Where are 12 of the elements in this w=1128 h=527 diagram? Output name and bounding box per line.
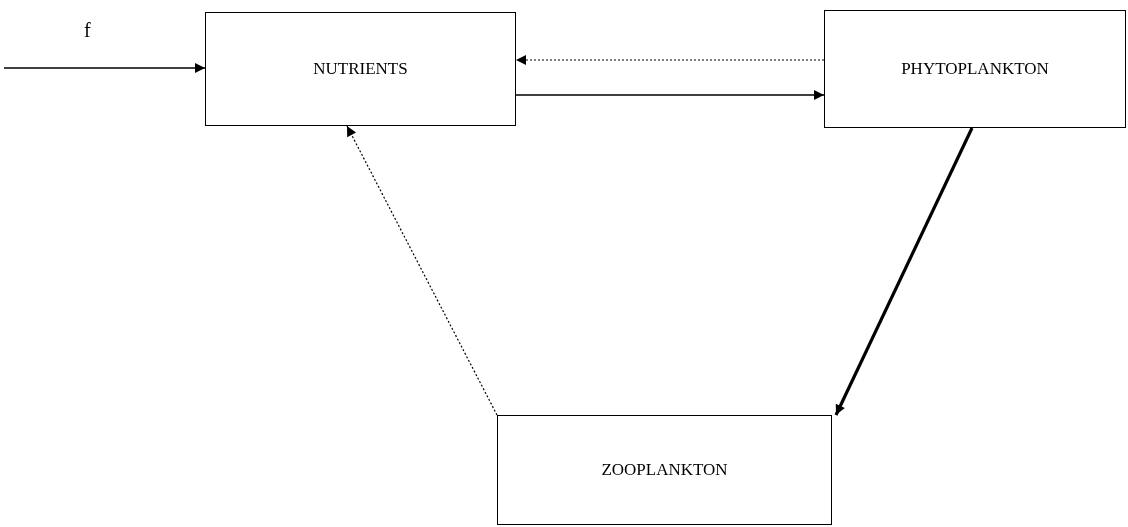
process-box [497,415,832,525]
arrow [3,63,206,73]
process-box [205,12,516,126]
arrow [515,90,825,100]
box-label: PHYTOPLANKTON [901,58,1049,81]
arrow [515,55,825,65]
edge-label: f [82,20,93,40]
arrow [834,127,974,416]
process-box [824,10,1126,128]
box-label: NUTRIENTS [313,58,408,81]
arrow [346,125,498,416]
box-label: ZOOPLANKTON [601,459,728,482]
